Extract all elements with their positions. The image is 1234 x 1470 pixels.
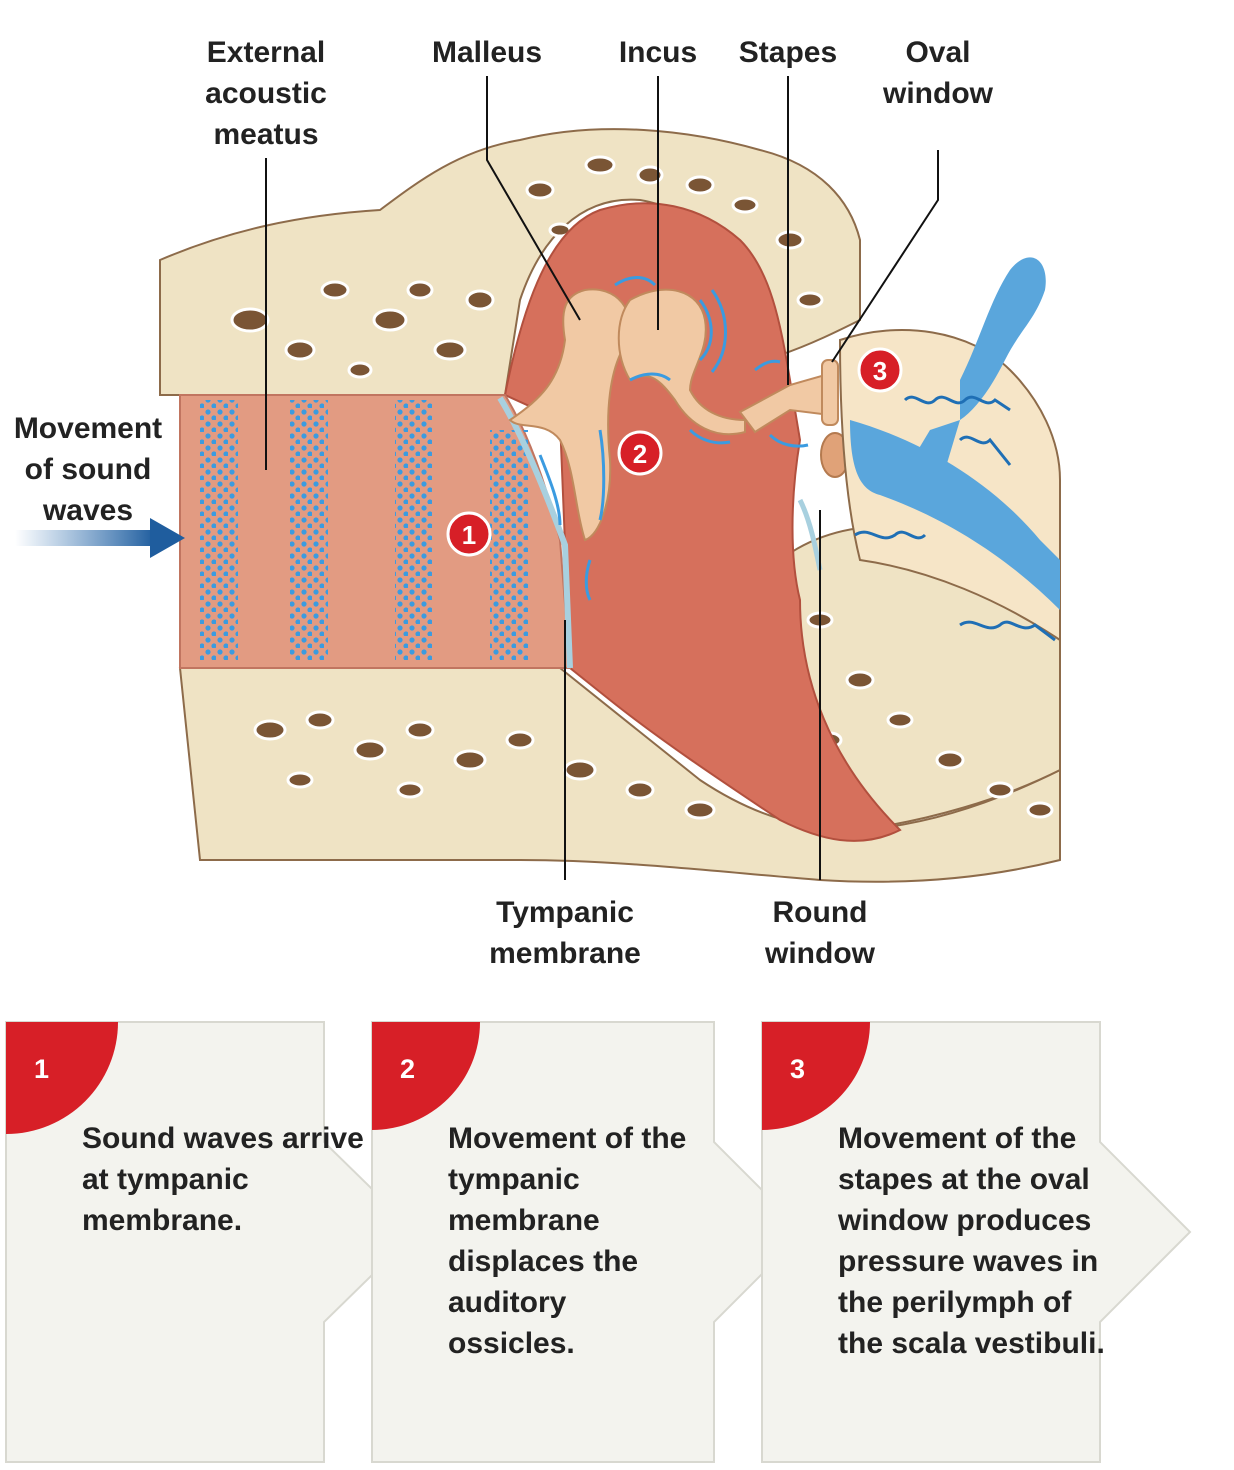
step-card-1: 1 Sound waves arrive at tympanic membran… [5, 1021, 426, 1463]
label-malleus: Malleus [431, 36, 543, 69]
label-round-window: Round window [765, 896, 875, 970]
step-card-2-shape [371, 1021, 806, 1463]
stapes-footplate [821, 359, 839, 426]
movement-arrow [15, 518, 185, 558]
step-card-3-shape [761, 1021, 1192, 1463]
endolymphatic-sac [960, 257, 1046, 420]
label-stapes: Stapes [738, 36, 838, 69]
marker-2-label: 2 [633, 439, 647, 469]
sound-wave-bands [200, 400, 528, 660]
step-card-2: 2 Movement of the tympanic membrane disp… [371, 1021, 812, 1463]
label-movement-of-sound-waves: Movement of sound waves [13, 412, 163, 527]
step-3-text: Movement of the stapes at the oval windo… [838, 1122, 1105, 1360]
marker-1: 1 [446, 511, 492, 557]
tympanic-membrane [497, 396, 573, 669]
temporal-bone-upper [159, 128, 861, 396]
round-window-membrane [797, 498, 823, 571]
middle-ear-diagram: 1 2 3 [15, 76, 1061, 883]
marker-1-label: 1 [462, 520, 476, 550]
step-2-number: 2 [400, 1054, 416, 1084]
marker-2: 2 [617, 430, 663, 476]
step-1-text: Sound waves arrive at tympanic membrane. [82, 1122, 364, 1237]
step-card-3: 3 Movement of the stapes at the oval win… [761, 1021, 1202, 1463]
step-2-text: Movement of the tympanic membrane displa… [448, 1122, 687, 1360]
label-incus: Incus [618, 36, 698, 69]
marker-3: 3 [857, 347, 903, 393]
label-tympanic-membrane: Tympanic membrane [489, 896, 641, 970]
step-3-number: 3 [790, 1054, 806, 1084]
pressure-wave-arrows [854, 395, 1056, 642]
label-oval-window: Oval window [883, 36, 993, 110]
step-card-1-shape [5, 1021, 418, 1463]
marker-3-label: 3 [873, 356, 887, 386]
leader-lines [265, 76, 939, 880]
step-1-number: 1 [34, 1054, 50, 1084]
cochlear-duct [900, 420, 960, 480]
scala-vestibuli [850, 420, 1060, 610]
label-external-acoustic-meatus: External acoustic meatus [205, 36, 327, 151]
